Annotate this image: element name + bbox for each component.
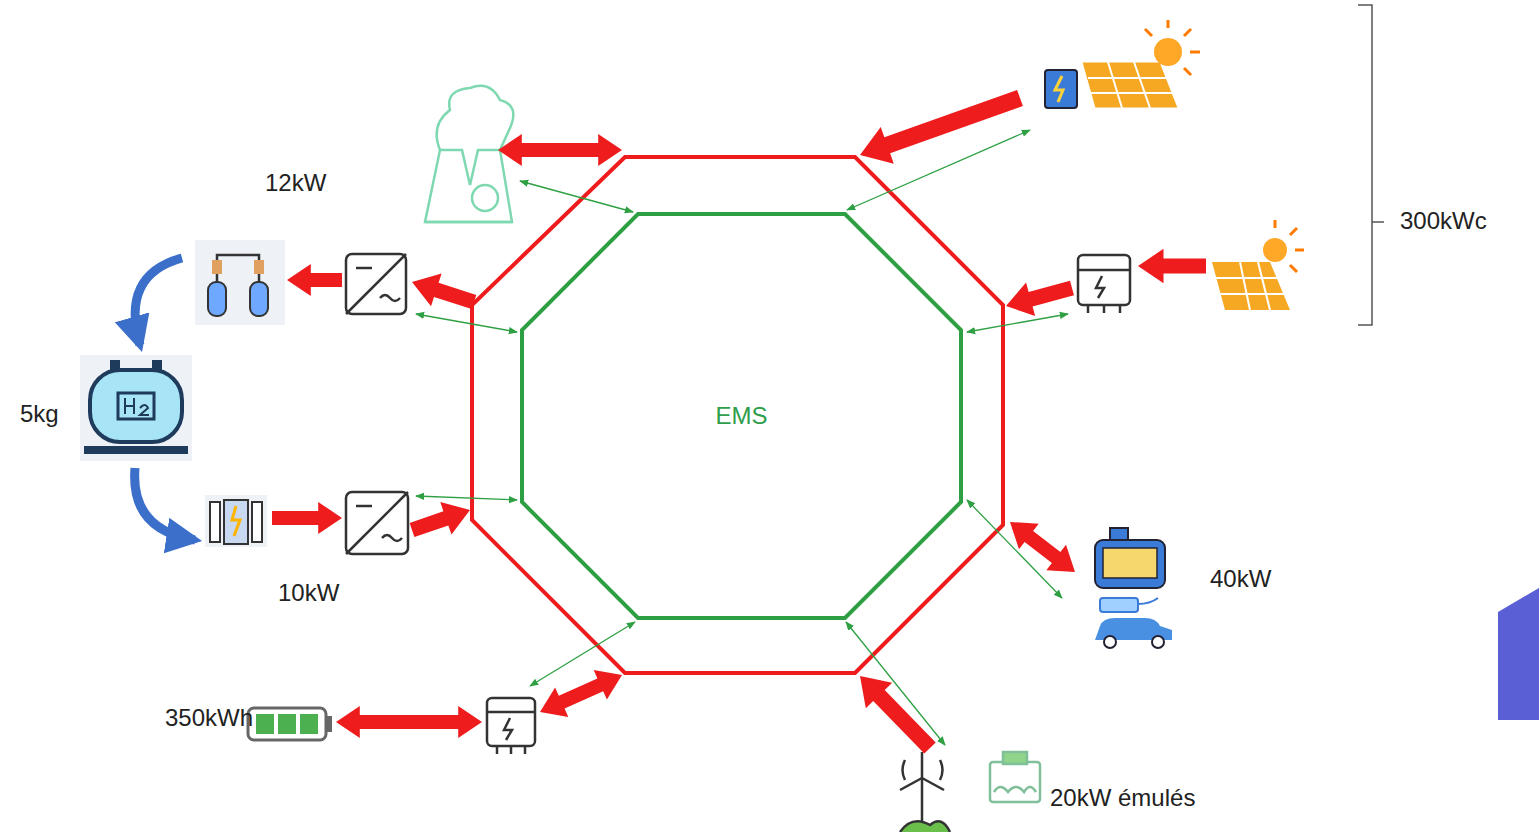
power-arrow	[410, 502, 470, 537]
fuel-cell-icon	[205, 495, 267, 547]
bracket	[1358, 5, 1384, 325]
converter-icon	[346, 492, 408, 554]
converter-icon	[1078, 255, 1130, 313]
power-arrow	[540, 670, 622, 717]
pv-array-icon	[1212, 220, 1304, 310]
mass-label: 5kg	[20, 401, 59, 427]
h2-flow-arrow	[135, 468, 195, 540]
power-arrow	[1006, 281, 1074, 316]
power-plant-icon	[425, 86, 513, 222]
power-arrow	[1138, 249, 1206, 283]
converter-icon	[487, 698, 535, 754]
h2-flow-arrow	[135, 258, 182, 345]
power-bus	[472, 157, 1003, 673]
capacity-label: 300kWc	[1400, 208, 1487, 234]
energy-label: 350kWh	[165, 705, 253, 731]
power-arrow	[860, 676, 936, 754]
corner-decoration	[1498, 588, 1539, 720]
power-arrow	[287, 264, 342, 296]
hydro-dam-icon	[990, 752, 1040, 802]
ems-octagon: EMS	[520, 212, 963, 620]
wind-turbine-icon	[900, 752, 950, 832]
power-label: 12kW	[265, 170, 326, 196]
power-arrows	[272, 90, 1206, 754]
ems-label: EMS	[715, 402, 767, 430]
power-label: 40kW	[1210, 566, 1271, 592]
ems-links	[416, 130, 1068, 745]
power-arrow	[1010, 522, 1075, 572]
power-label: 20kW émulés	[1050, 785, 1195, 811]
pv-array-icon	[1045, 20, 1200, 108]
converter-icon	[346, 254, 406, 314]
power-arrow	[336, 706, 482, 738]
battery-icon	[248, 708, 332, 740]
power-arrow	[412, 273, 476, 309]
power-label: 10kW	[278, 580, 339, 606]
power-arrow	[498, 134, 622, 166]
power-arrow	[272, 502, 342, 534]
power-arrow	[860, 90, 1023, 164]
h2-tank-icon	[80, 355, 192, 461]
load-icon	[1095, 528, 1172, 648]
electrolyser-icon	[195, 240, 285, 325]
